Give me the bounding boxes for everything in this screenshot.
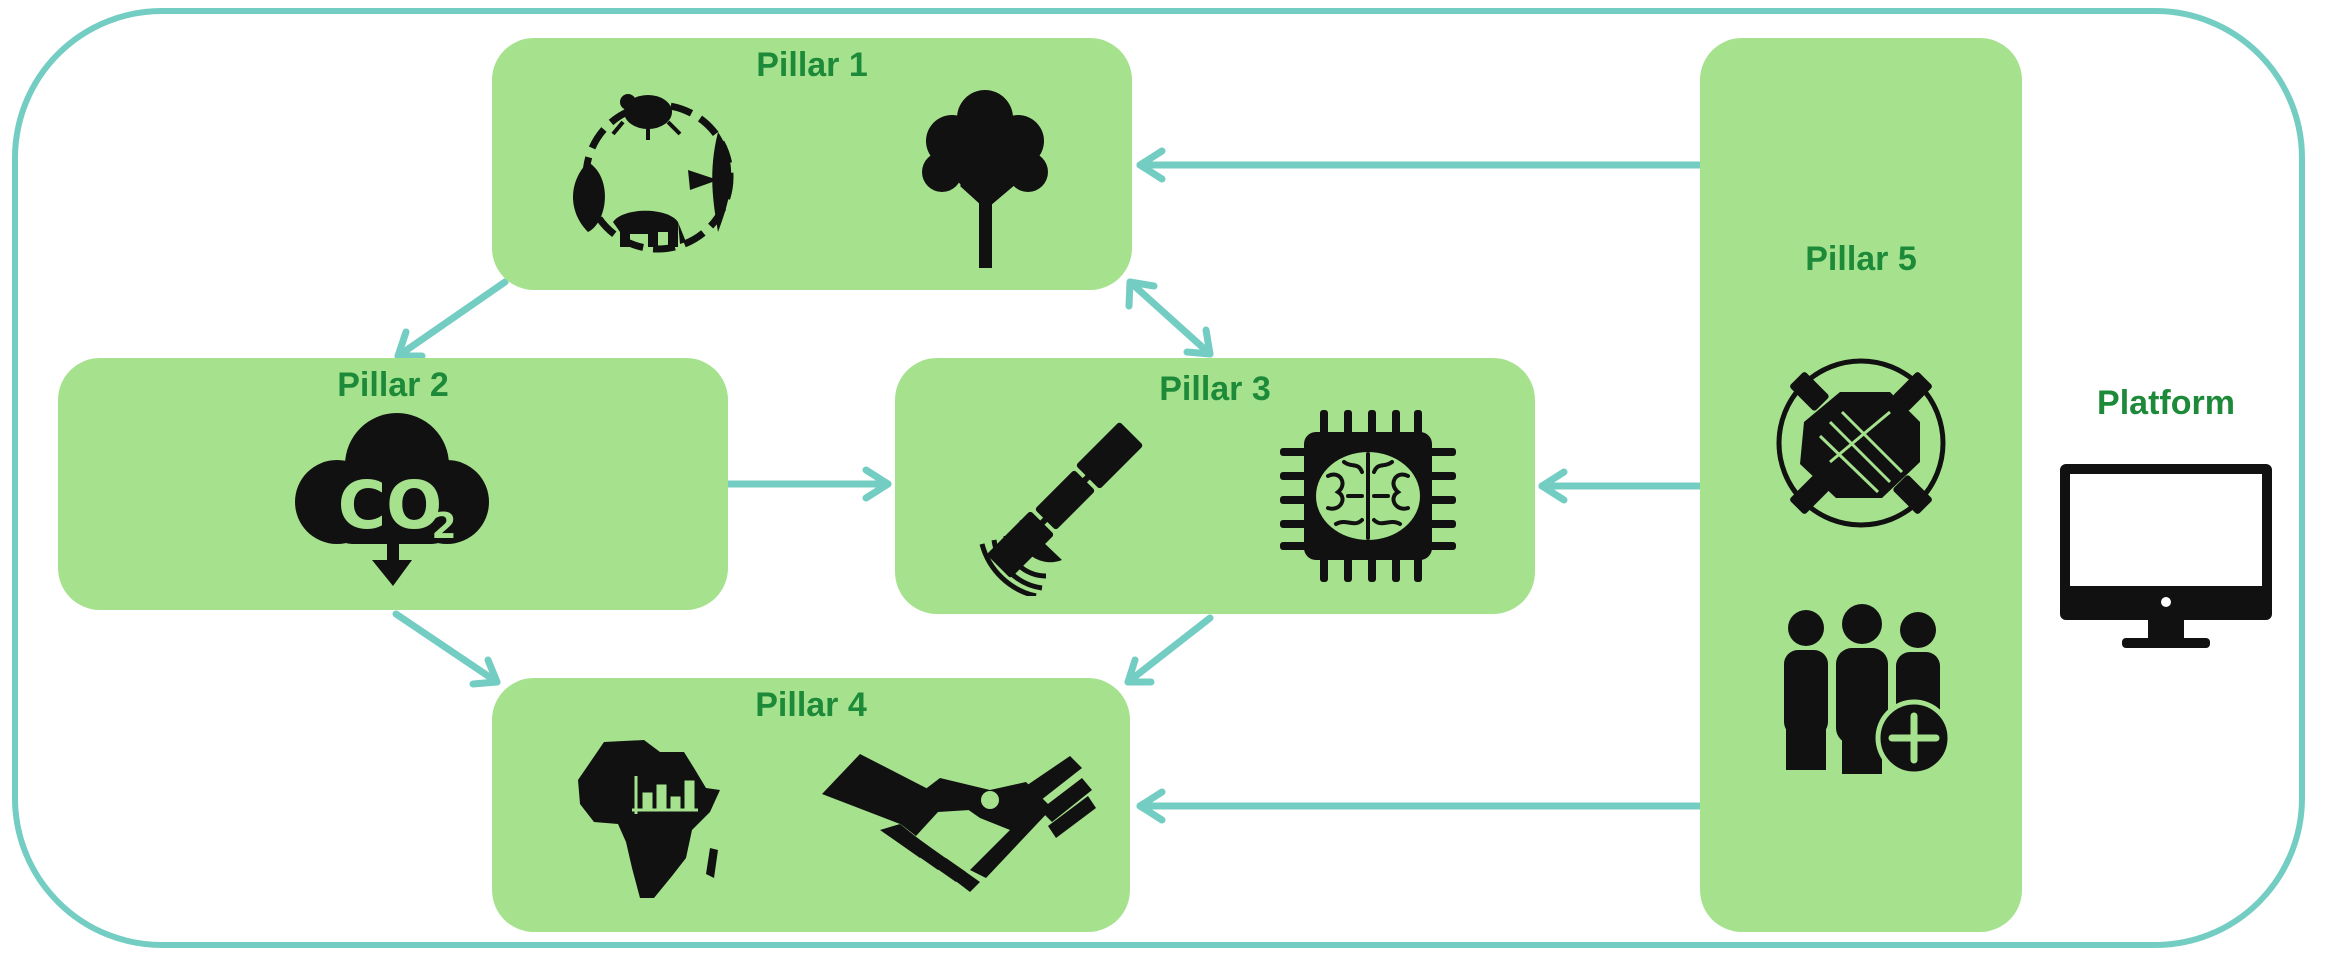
ai-chip-brain-icon [1280, 410, 1456, 582]
outer-frame [12, 8, 2305, 948]
arrow-pillar1-pillar3 [1125, 278, 1214, 358]
collaboration-hands-icon [1776, 358, 1946, 528]
arrow-pillar5-to-pillar4 [1136, 788, 1704, 824]
svg-text:CO: CO [338, 467, 443, 544]
pillar-1-label: Pillar 1 [756, 46, 868, 84]
biodiversity-cycle-icon [573, 94, 734, 253]
arrow-pillar5-to-pillar3 [1538, 468, 1704, 504]
satellite-icon [979, 422, 1143, 596]
africa-chart-icon [578, 740, 720, 898]
arrow-pillar5-to-pillar1 [1136, 147, 1704, 183]
pillar-3-label: Pillar 3 [1159, 370, 1271, 408]
arrow-pillar1-to-pillar2 [394, 278, 509, 360]
arrow-pillar2-to-pillar4 [392, 610, 501, 688]
add-people-icon [1784, 604, 1952, 776]
pillar-5-label: Pillar 5 [1805, 240, 1917, 278]
tree-icon [922, 90, 1048, 268]
platform-label: Platform [2097, 384, 2235, 422]
monitor-icon [2060, 464, 2272, 648]
pillar-4-label: Pillar 4 [755, 686, 867, 724]
co2-cloud-icon: CO 2 [295, 413, 489, 586]
handshake-icon [822, 754, 1096, 892]
pillar-2-label: Pillar 2 [337, 366, 449, 404]
svg-text:2: 2 [431, 506, 456, 547]
arrow-pillar3-to-pillar4 [1124, 614, 1214, 686]
arrow-pillar2-to-pillar3 [724, 466, 892, 502]
